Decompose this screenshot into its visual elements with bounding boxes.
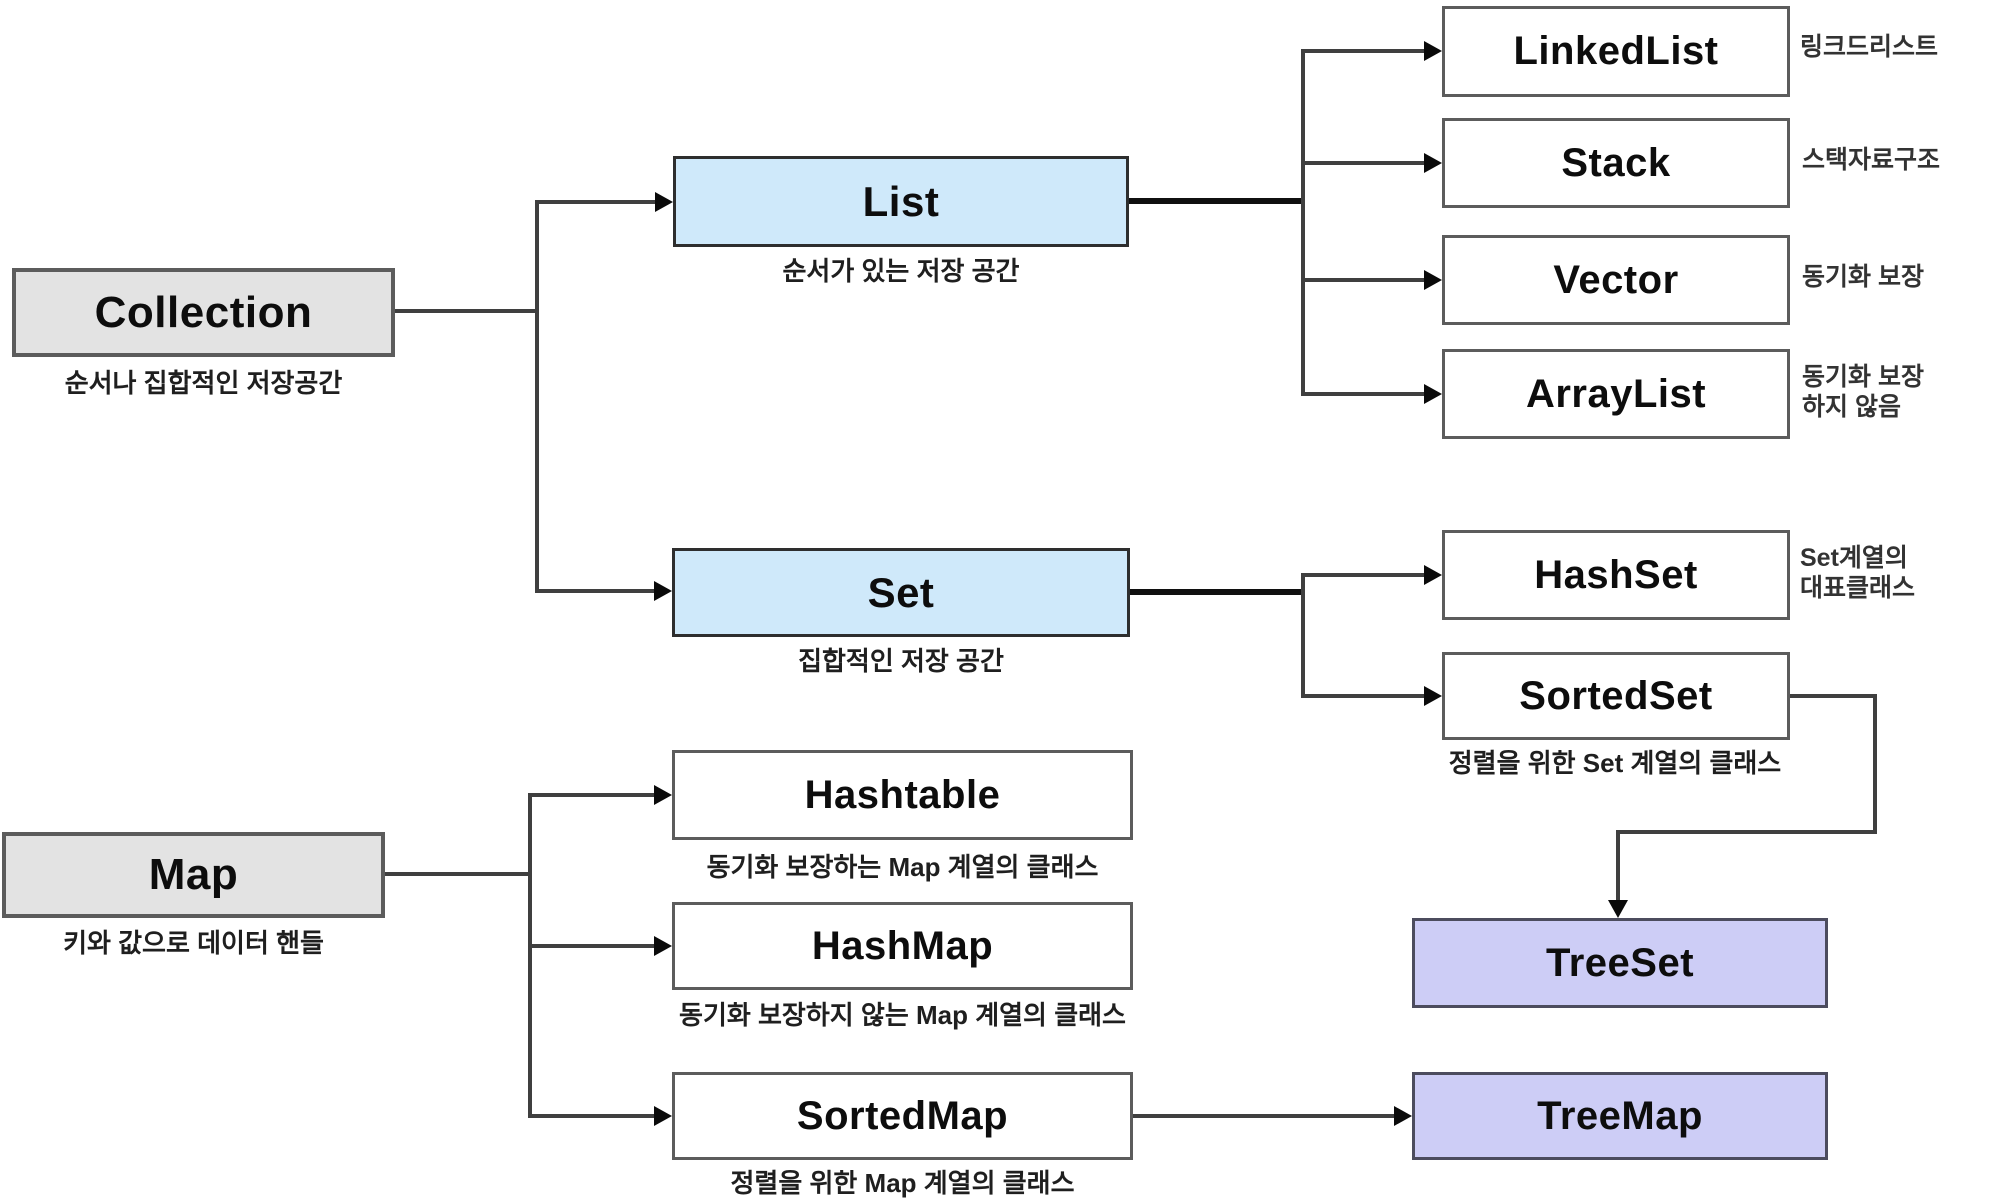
connector-set-to-hashset [1301,573,1426,577]
connector-sortedset-down [1873,694,1877,834]
connector-list-to-linkedlist [1301,49,1426,53]
connector-set-trunk [1130,589,1303,595]
node-hashtable-label: Hashtable [804,772,1001,817]
arrowhead-into-stack-icon [1424,153,1442,173]
node-vector-note: 동기화 보장 [1802,263,1924,291]
connector-set-to-sortedset [1301,694,1426,698]
arrowhead-into-hashset-icon [1424,565,1442,585]
node-sortedmap: SortedMap [672,1072,1133,1160]
arrowhead-into-treeset-icon [1608,900,1628,918]
connector-map-to-hashmap [528,944,656,948]
node-hashmap-label: HashMap [811,923,994,968]
arrowhead-into-sortedset-icon [1424,686,1442,706]
node-treeset: TreeSet [1412,918,1828,1008]
arrowhead-into-hashtable-icon [654,785,672,805]
node-linkedlist: LinkedList [1442,6,1790,97]
connector-collection-trunk [395,309,537,313]
connector-set-spine [1301,573,1305,698]
node-sortedmap-caption: 정렬을 위한 Map 계열의 클래스 [730,1168,1075,1198]
node-set-caption: 집합적인 저장 공간 [798,646,1004,676]
node-sortedset-caption: 정렬을 위한 Set 계열의 클래스 [1448,748,1782,778]
node-map-label: Map [148,850,239,899]
node-sortedset: SortedSet [1442,652,1790,740]
node-collection-label: Collection [94,287,313,337]
node-list-caption: 순서가 있는 저장 공간 [782,256,1020,286]
node-vector-label: Vector [1553,257,1679,302]
connector-map-to-sortedmap [528,1114,656,1118]
node-treemap: TreeMap [1412,1072,1828,1160]
node-list-label: List [862,177,940,225]
connector-collection-to-list [535,200,657,204]
arrowhead-into-set-icon [654,581,672,601]
node-hashtable-caption: 동기화 보장하는 Map 계열의 클래스 [706,852,1099,882]
node-stack-label: Stack [1561,140,1671,185]
arrowhead-into-list-icon [655,192,673,212]
node-arraylist-note: 동기화 보장 하지 않음 [1802,363,1924,421]
arrowhead-into-linkedlist-icon [1424,41,1442,61]
connector-map-trunk [385,872,532,876]
arrowhead-into-arraylist-icon [1424,384,1442,404]
node-arraylist-label: ArrayList [1525,371,1707,416]
connector-sortedset-out [1790,694,1877,698]
connector-list-to-stack [1301,161,1426,165]
node-set-label: Set [867,568,935,616]
connector-sortedset-back [1616,830,1877,834]
connector-list-to-vector [1301,278,1426,282]
node-sortedmap-label: SortedMap [796,1093,1009,1138]
connector-sortedset-to-treeset [1616,830,1620,902]
node-treemap-label: TreeMap [1537,1093,1703,1138]
connector-collection-to-set [535,589,657,593]
node-collection: Collection [12,268,395,357]
node-collection-caption: 순서나 집합적인 저장공간 [64,368,343,398]
arrowhead-into-treemap-icon [1394,1106,1412,1126]
node-set: Set [672,548,1130,637]
node-hashset-label: HashSet [1534,552,1698,597]
node-linkedlist-label: LinkedList [1513,29,1719,73]
node-list: List [673,156,1129,247]
connector-list-trunk [1129,198,1303,204]
arrowhead-into-sortedmap-icon [654,1106,672,1126]
node-hashset: HashSet [1442,530,1790,620]
arrowhead-into-hashmap-icon [654,936,672,956]
node-map-caption: 키와 값으로 데이터 핸들 [63,928,324,958]
node-sortedset-label: SortedSet [1519,673,1713,718]
node-linkedlist-note: 링크드리스트 [1800,33,1939,61]
connector-map-spine [528,793,532,1118]
node-stack-note: 스택자료구조 [1802,146,1941,174]
node-arraylist: ArrayList [1442,349,1790,439]
node-map: Map [2,832,385,918]
node-treeset-label: TreeSet [1545,940,1695,985]
node-stack: Stack [1442,118,1790,208]
connector-collection-spine [535,200,539,593]
node-hashtable: Hashtable [672,750,1133,840]
connector-sortedmap-to-treemap [1133,1114,1396,1118]
connector-map-to-hashtable [528,793,656,797]
connector-list-to-arraylist [1301,392,1426,396]
node-hashmap-caption: 동기화 보장하지 않는 Map 계열의 클래스 [679,1000,1126,1030]
connector-list-spine [1301,49,1305,396]
arrowhead-into-vector-icon [1424,270,1442,290]
node-vector: Vector [1442,235,1790,325]
node-hashset-note: Set계열의 대표클래스 [1800,544,1916,602]
node-hashmap: HashMap [672,902,1133,990]
